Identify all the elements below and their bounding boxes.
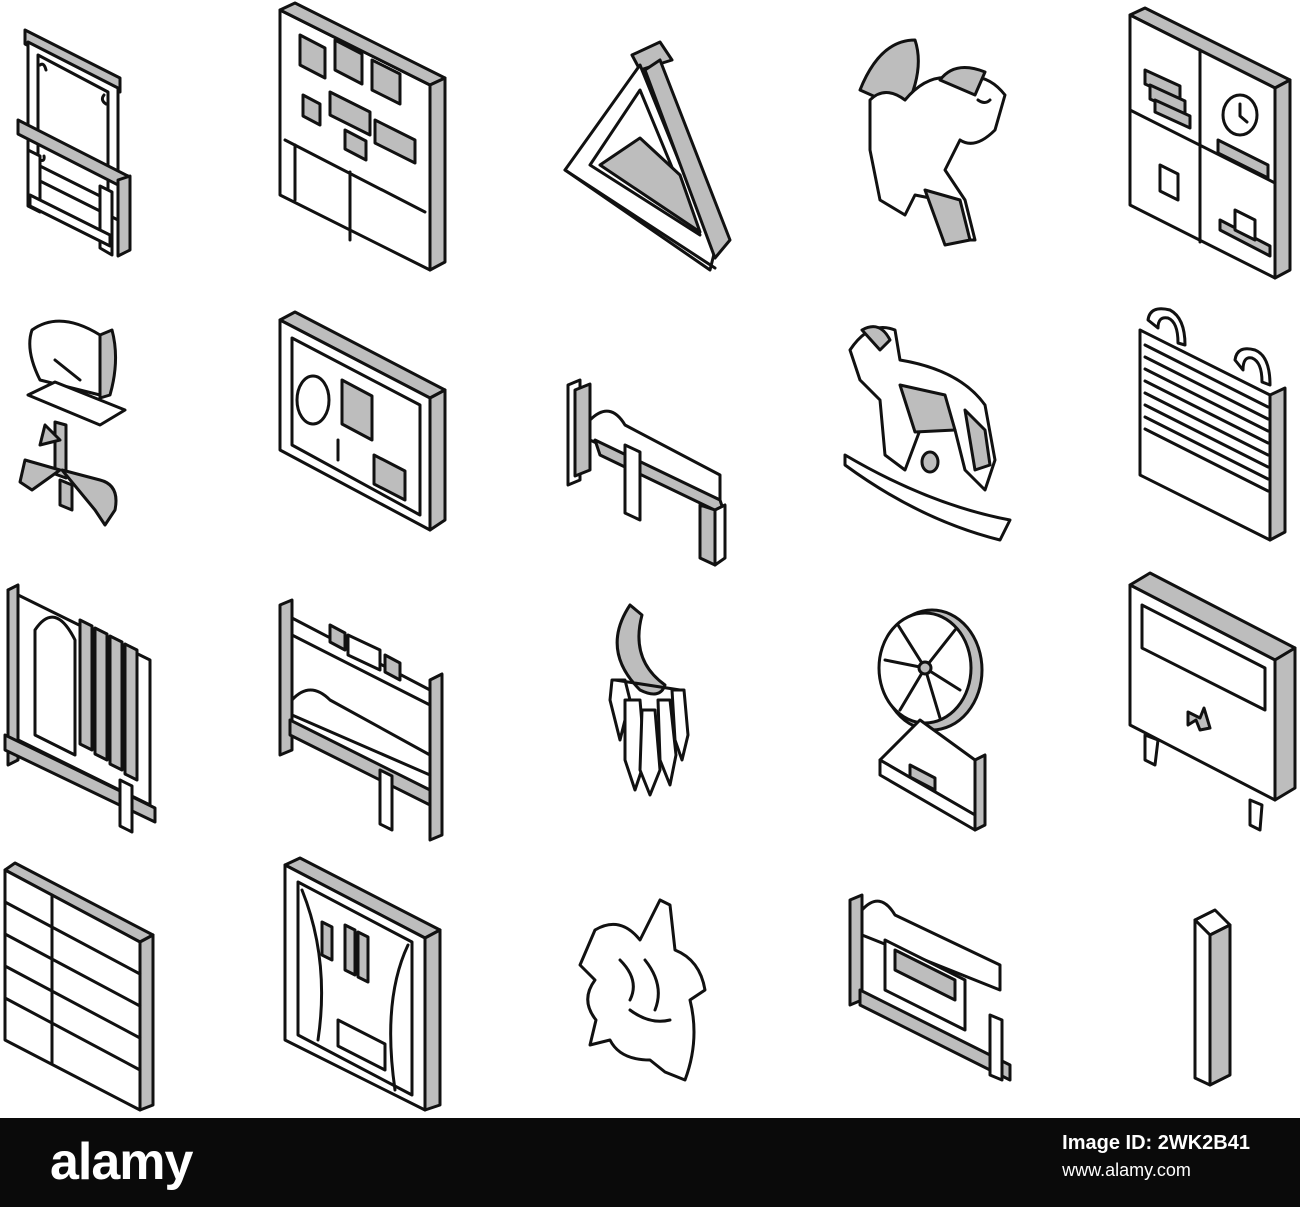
watermark-footer: alamy Image ID: 2WK2B41 www.alamy.com — [0, 1118, 1300, 1207]
image-id: Image ID: 2WK2B41 — [1062, 1132, 1250, 1154]
wardrobe-drawers-icon — [3, 861, 155, 1112]
night-lamp-icon — [877, 608, 987, 832]
cube-shelf-icon — [1128, 6, 1292, 280]
bunk-bed-icon — [278, 598, 444, 842]
bed-frame-icon — [848, 893, 1012, 1082]
brand-logo: alamy — [50, 1133, 193, 1191]
window-blinds-icon — [1138, 307, 1287, 542]
wall-column-icon — [1193, 908, 1232, 1087]
single-bed-icon — [566, 378, 727, 567]
teepee-tent-icon — [563, 40, 732, 272]
wall-shelving-icon — [278, 1, 447, 272]
dresser-icon — [1128, 571, 1297, 832]
easel-icon — [16, 28, 132, 258]
site-url: www.alamy.com — [1062, 1160, 1191, 1180]
bulletin-board-icon — [278, 310, 447, 532]
icon-set-canvas — [3, 1, 1297, 1112]
image-meta: Image ID: 2WK2B41 www.alamy.com — [1062, 1130, 1250, 1182]
closet-icon — [283, 856, 442, 1112]
window-curtains-icon — [3, 583, 157, 834]
animal-rug-icon — [578, 898, 707, 1082]
office-chair-icon — [18, 319, 127, 527]
dreamcatcher-icon — [608, 603, 690, 797]
pegasus-toy-icon — [858, 38, 1007, 247]
rocking-horse-icon — [843, 325, 1012, 542]
